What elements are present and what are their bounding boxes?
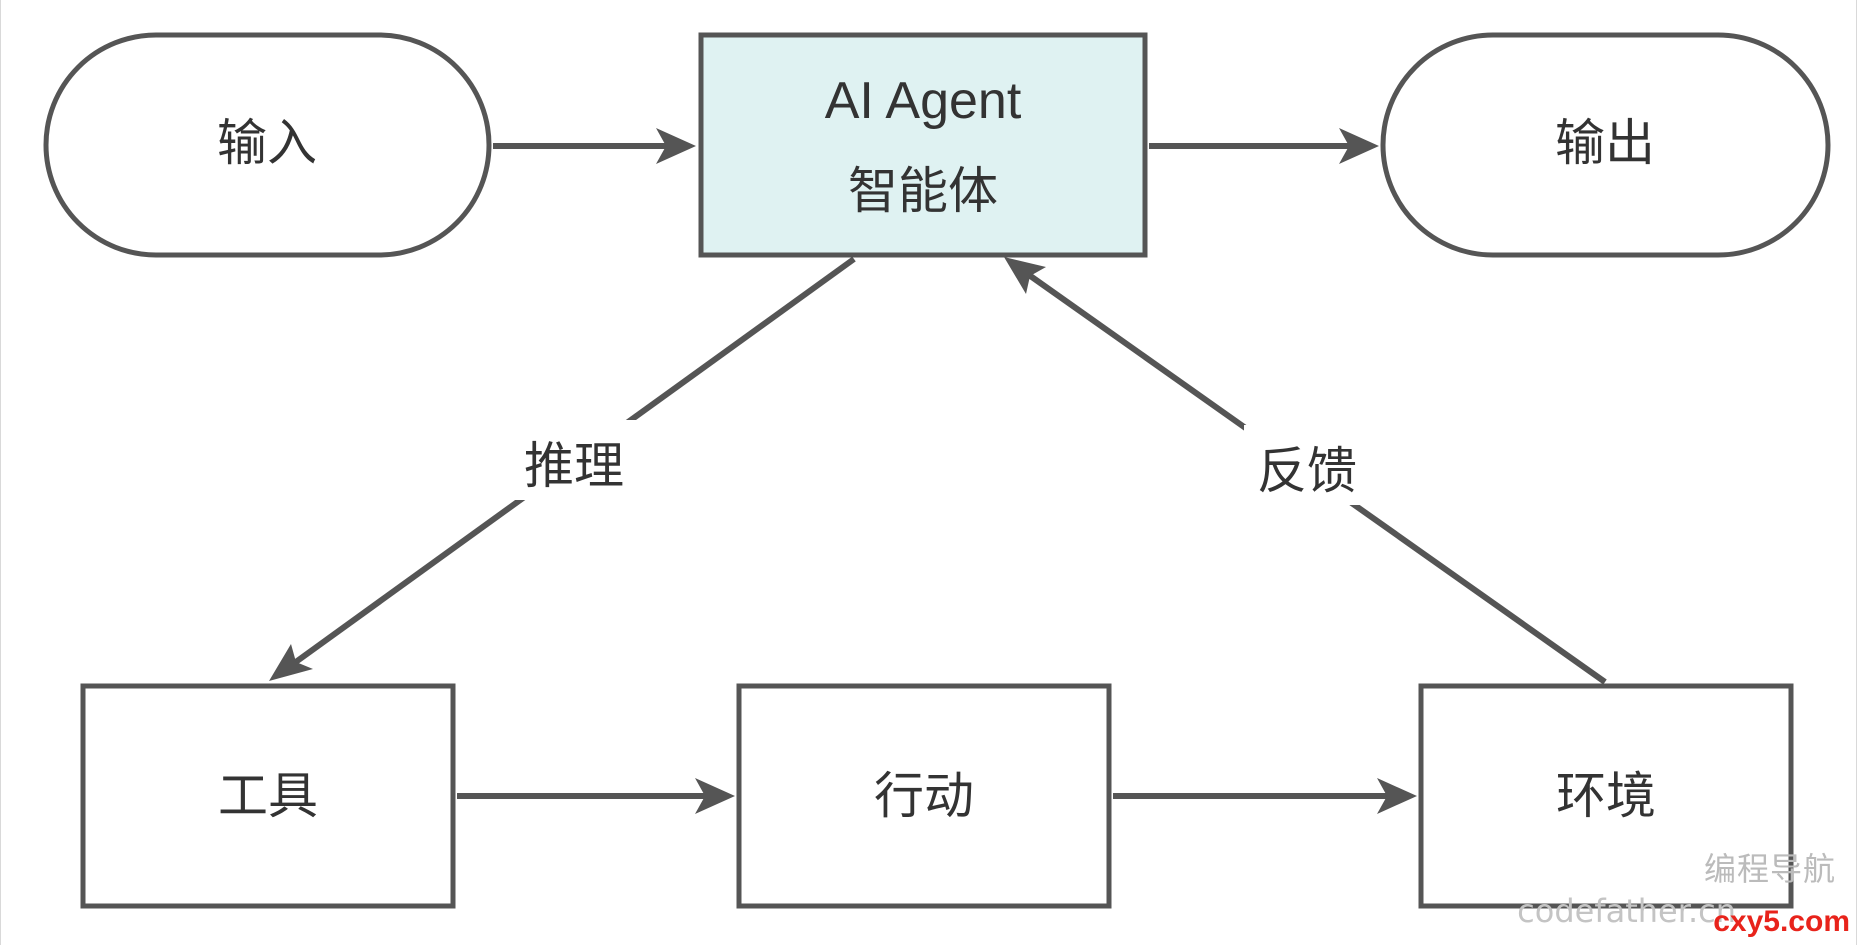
agent-box-shape [698,32,1148,258]
node-input: 输入 [43,32,492,258]
arrowhead-icon [656,128,696,164]
edge-reasoning: 推理 [269,256,856,681]
reasoning-label: 推理 [524,437,624,495]
edge-tools-to-action [457,778,735,814]
edge-action-to-environment [1113,778,1417,814]
tools-box-shape [80,683,456,909]
agent-title: AI Agent [825,72,1022,130]
node-agent: AI Agent 智能体 [698,32,1148,258]
watermark-url: codefather.cn [1517,892,1736,930]
arrowhead-icon [1004,257,1046,294]
action-box-shape [736,683,1112,909]
tools-label: 工具 [218,767,318,825]
arrowhead-icon [1339,128,1379,164]
node-environment: 环境 [1418,683,1794,909]
arrowhead-icon [1377,778,1417,814]
environment-box-shape [1418,683,1794,909]
node-action: 行动 [736,683,1112,909]
output-label: 输出 [1555,114,1655,172]
input-label: 输入 [217,114,317,172]
action-label: 行动 [874,767,974,825]
watermark-logo: cxy5.com [1713,905,1850,938]
node-output: 输出 [1380,32,1831,258]
output-pill-shape [1380,32,1831,258]
edge-feedback: 反馈 [1004,257,1607,685]
node-tools: 工具 [80,683,456,909]
input-pill-shape [43,32,492,258]
arrowhead-icon [695,778,735,814]
feedback-label: 反馈 [1257,442,1357,500]
edge-input-to-agent [493,128,696,164]
edge-agent-to-output [1149,128,1379,164]
watermark-text: 编程导航 [1703,850,1836,888]
environment-label: 环境 [1556,767,1656,825]
agent-subtitle: 智能体 [848,162,998,220]
arrowhead-icon [269,644,313,681]
